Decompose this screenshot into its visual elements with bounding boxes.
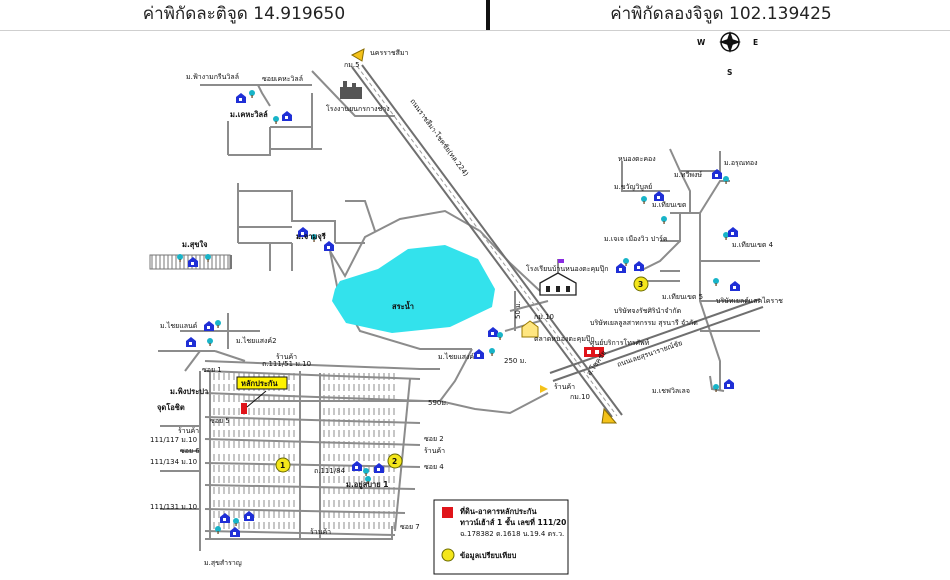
latitude-heading: ค่าพิกัดละติจูด 14.919650: [142, 4, 346, 24]
label-soi4: ซอย 4: [424, 463, 444, 471]
compass-east: E: [753, 38, 758, 47]
label-yusabai: ม.อยู่สบาย 1: [346, 480, 388, 490]
label-soi6: ซอย 6: [180, 447, 200, 455]
label-nongtakong: หนองตะคอง: [618, 155, 656, 163]
label-shop-mid: ร้านค้า: [554, 383, 575, 391]
label-fahtarn: ม.ฟ้างามกรีนวิลล์: [186, 73, 239, 81]
market-icon: [521, 320, 539, 338]
label-tienkhet5: ม.เทียนเขต 5: [662, 293, 703, 301]
label-soi1: ซอย 1: [202, 366, 222, 374]
km5-label: กม.5: [344, 61, 360, 69]
map-legend: ที่ดิน-อาคารหลักประกัน ทาวน์เฮ้าส์ 1 ชั้…: [433, 499, 569, 575]
label-tienkhet4: ม.เทียนเขต 4: [732, 241, 774, 249]
pond: [332, 245, 495, 333]
factory-label: โรงงานยนกรกางช่าง: [326, 104, 390, 113]
label-250m: 250 ม.: [504, 357, 526, 365]
label-rd-111-84: ถ.111/84: [314, 467, 346, 475]
school-label: โรงเรียนบ้านหนองตะคุมปุ๊ก: [526, 264, 608, 273]
svg-text:2: 2: [392, 457, 397, 466]
header-rule: [0, 30, 950, 31]
location-map: ถนนราชสีมา-โชคชัย(ทล.224) ถนนเลยสุรนาราย…: [149, 31, 783, 575]
label-soi7: ซอย 7: [400, 523, 420, 531]
label-soi5: ซอย 5: [210, 417, 230, 425]
label-khet-city: ม.เจเจ เมืองวิว ปาร์ค: [604, 235, 668, 243]
label-soi2: ซอย 2: [424, 435, 444, 443]
legend-comparable: ข้อมูลเปรียบเทียบ: [460, 551, 517, 561]
label-rd-111-134: 111/134 ม.10: [150, 458, 197, 466]
label-shop-top: ร้านค้า: [276, 353, 297, 361]
road-network: [158, 70, 549, 551]
label-50m: 50 ม.: [514, 301, 522, 319]
label-km10b: กม.10: [570, 393, 590, 401]
label-km10: กม.10: [534, 313, 554, 321]
subject-plot: หลักประกัน: [236, 376, 288, 414]
legend-subject-swatch: [442, 507, 453, 518]
comparable-marker-2: 2: [387, 453, 403, 469]
svg-text:3: 3: [638, 280, 643, 289]
label-khamwiboon: ม.ขวัญวิบูลย์: [614, 183, 652, 191]
nakhon-label: นครราชสีมา: [370, 49, 409, 57]
label-rd-111-117: 111/117 ม.10: [150, 436, 197, 444]
header-divider: [486, 0, 490, 30]
highway-224: ถนนราชสีมา-โชคชัย(ทล.224): [351, 64, 623, 418]
arrow-north-icon: [350, 48, 365, 62]
highway-label: ถนนราชสีมา-โชคชัย(ทล.224): [408, 97, 470, 178]
service-label: ศูนย์บริการโทรศัพท์: [590, 338, 650, 347]
factory-icon: [340, 81, 362, 99]
service-icon: [584, 347, 604, 357]
label-chamjiri: ม.จามจุรี: [296, 232, 327, 241]
housing-estate-grid: [204, 370, 426, 539]
label-company3: บริษัทเยลลูลสาทกรรม สุรนารี จำกัด: [590, 319, 698, 327]
label-mohsaeng2: ม.ไชยแสงค์2: [236, 336, 277, 345]
arrow-south-icon: [601, 407, 618, 424]
school-icon: [539, 259, 577, 296]
right-map-labels: หนองตะคอง ม.อรุณทอง ม.ทวีพงษ์ ม.ขวัญวิบู…: [590, 155, 783, 395]
label-590m: 590ม.: [428, 399, 448, 407]
right-road-network: [621, 148, 760, 392]
label-mohhill: ม.ไชยแลนด์: [160, 321, 197, 330]
pond-label: สระน้ำ: [392, 300, 414, 311]
label-khetwill: ม.เคหะวิลล์: [230, 110, 268, 119]
label-suksai: ม.สุขใจ: [182, 240, 208, 249]
compass-south: S: [727, 68, 732, 77]
market-label: ตลาดหนองตะคุมปุ๊ก: [534, 335, 595, 343]
label-ordontong: ม.อรุณทอง: [724, 159, 758, 167]
label-chefwill: ม.เชฟวิลเลจ: [652, 387, 690, 395]
label-rd-111-51: ถ.111/51 ม.10: [262, 360, 311, 368]
label-company1: บริษัทเยลต์แลคไคราช: [716, 296, 783, 305]
label-rd-111-131: 111/131 ม.10: [150, 503, 197, 511]
label-shop-r: ร้านค้า: [424, 447, 445, 455]
label-company2: บริษัทจงรัชศิรินำจำกัด: [614, 307, 681, 315]
legend-collateral-line2: ฉ.178382 ต.1618 น.19.4 ตร.ว.: [460, 530, 564, 538]
legend-comparable-swatch: [441, 548, 455, 562]
svg-text:1: 1: [280, 461, 285, 470]
label-shop-l: ร้านค้า: [178, 427, 199, 435]
longitude-heading: ค่าพิกัดลองจิจูด 102.139425: [610, 4, 832, 24]
compass-rose-icon: [719, 31, 741, 53]
label-phakprapa: ม.พิงประปา: [170, 387, 208, 396]
comparable-marker-3: 3: [633, 276, 649, 292]
label-sukawan: ม.สุขสำราญ: [204, 559, 242, 567]
label-tienkhet: ม.เทียนเขต: [652, 201, 687, 209]
label-soi-khet: ซอยเคหะวิลล์: [262, 75, 303, 83]
legend-collateral-line1: ทาวน์เฮ้าส์ 1 ชั้น เลขที่ 111/20: [460, 516, 566, 527]
legend-collateral-title: ที่ดิน-อาคารหลักประกัน: [460, 505, 538, 516]
subject-plot-label: หลักประกัน: [241, 379, 278, 388]
label-thaviphong: ม.ทวีพงษ์: [674, 171, 702, 179]
map-labels: ม.ฟ้างามกรีนวิลล์ ซอยเคหะวิลล์ ม.เคหะวิล…: [150, 73, 590, 567]
comparable-marker-1: 1: [275, 457, 291, 473]
label-jutosit: จุดโอชิต: [157, 402, 185, 412]
label-mohsaeng: ม.ไชยแสงค์: [438, 352, 474, 361]
compass-west: W: [697, 38, 706, 47]
label-shop-bottom: ร้านค้า: [310, 528, 331, 536]
arrow-km10-icon: [540, 385, 548, 393]
